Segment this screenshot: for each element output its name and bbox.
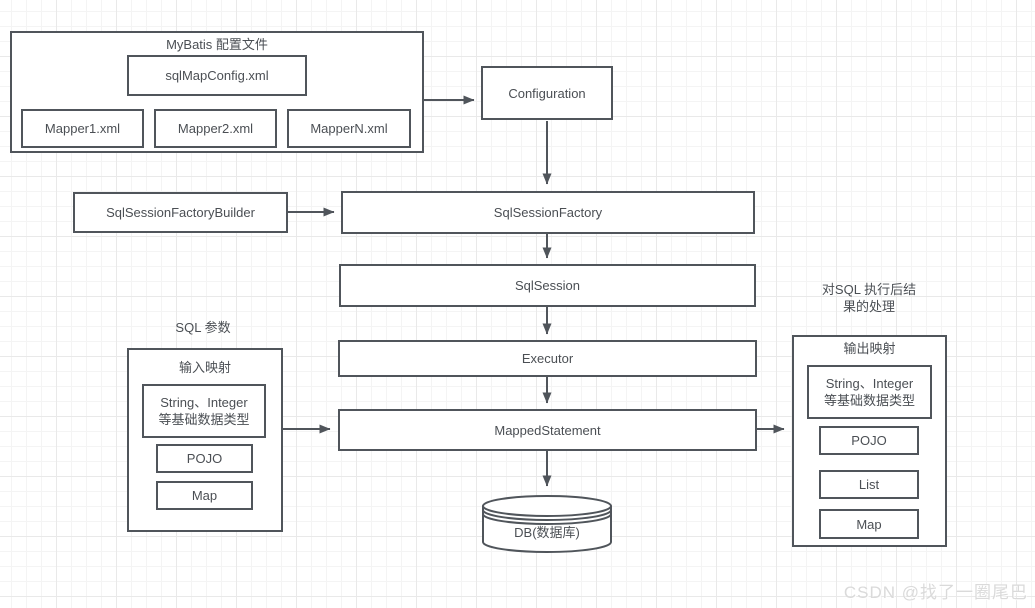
node-configuration: Configuration [481, 66, 613, 120]
output-mapping-caption: 对SQL 执行后结 果的处理 [821, 282, 917, 314]
csdn-watermark: CSDN @找了一圈尾巴 [843, 583, 1028, 602]
node-executor: Executor [338, 340, 757, 377]
node-input-basic-types: String、Integer 等基础数据类型 [142, 384, 266, 438]
node-sqlsession: SqlSession [339, 264, 756, 307]
node-mapper2: Mapper2.xml [154, 109, 277, 148]
output-mapping-title: 输出映射 [843, 341, 896, 356]
node-mappedstatement: MappedStatement [338, 409, 757, 451]
input-mapping-group-box [127, 348, 283, 532]
node-mapperN: MapperN.xml [287, 109, 411, 148]
node-input-pojo: POJO [156, 444, 253, 473]
node-output-pojo: POJO [819, 426, 919, 455]
database-label: DB(数据库) [514, 525, 580, 540]
node-input-map: Map [156, 481, 253, 510]
node-sqlsessionfactorybuilder: SqlSessionFactoryBuilder [73, 192, 288, 233]
input-mapping-title: 输入映射 [178, 360, 231, 375]
input-mapping-caption: SQL 参数 [175, 320, 231, 335]
node-output-basic-types: String、Integer 等基础数据类型 [807, 365, 932, 419]
node-output-list: List [819, 470, 919, 499]
database-cylinder [482, 495, 612, 553]
node-sqlmapconfig: sqlMapConfig.xml [127, 55, 307, 96]
node-output-map: Map [819, 509, 919, 539]
node-mapper1: Mapper1.xml [21, 109, 144, 148]
node-sqlsessionfactory: SqlSessionFactory [341, 191, 755, 234]
config-files-group-title: MyBatis 配置文件 [166, 37, 268, 52]
